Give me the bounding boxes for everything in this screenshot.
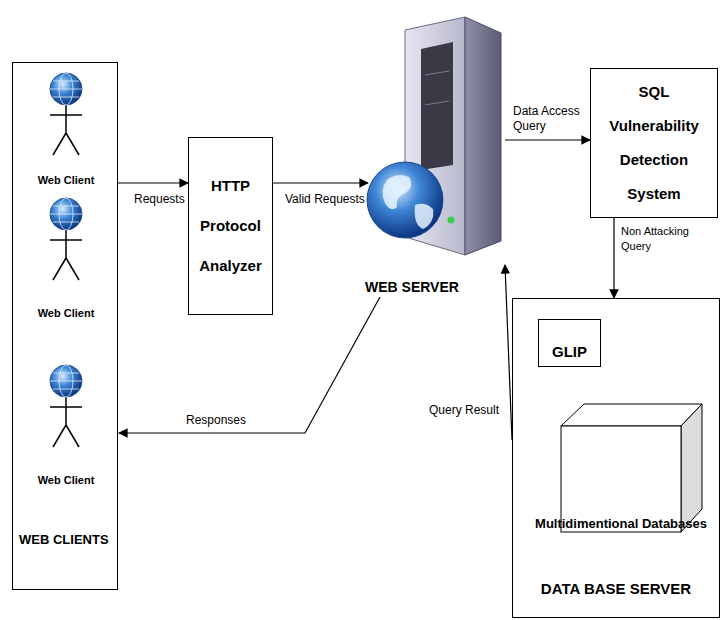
web-client: Web Client — [21, 363, 111, 486]
web-client: Web Client — [21, 196, 111, 319]
edge-label: Responses — [185, 413, 247, 428]
node-label: Multidimentional Databases — [535, 516, 707, 531]
server-figure — [365, 15, 505, 265]
client-figure — [21, 363, 111, 453]
connector-arrow — [118, 182, 188, 183]
node-label: SQL Vulnerability Detection System — [597, 75, 711, 211]
edge-label: Valid Requests — [284, 192, 366, 207]
connector-arrow — [505, 265, 512, 440]
process-box: GLIP — [538, 319, 601, 367]
node-label: HTTP Protocol Analyzer — [195, 166, 266, 286]
cube-outline — [556, 401, 706, 536]
connector-arrow — [119, 297, 380, 433]
edge-label: Query Result — [428, 403, 500, 418]
node-label: GLIP — [552, 342, 587, 362]
node-label: DATA BASE SERVER — [541, 580, 691, 597]
node-label: Web Client — [38, 307, 95, 319]
process-box: SQL Vulnerability Detection System — [590, 68, 718, 218]
client-panel: WEB CLIENTSWeb ClientWeb ClientWeb Clien… — [12, 62, 118, 590]
edge-label: Data Access Query — [512, 104, 590, 134]
edge-label: Requests — [133, 192, 186, 207]
connector-arrow — [273, 182, 368, 183]
server-icon: WEB SERVER — [365, 15, 505, 295]
connector-arrow — [613, 218, 614, 298]
connector-arrow — [505, 139, 590, 140]
edge-label: Non Attacking Query — [620, 224, 718, 254]
client-figure — [21, 71, 111, 161]
node-label: Web Client — [38, 474, 95, 486]
database-cube: Multidimentional Databases — [556, 401, 706, 536]
client-figure — [21, 196, 111, 286]
node-label: Web Client — [38, 174, 95, 186]
node-label: WEB SERVER — [365, 279, 459, 295]
server-panel: DATA BASE SERVER GLIP Multidimentional Dat… — [512, 298, 720, 618]
node-label: WEB CLIENTS — [19, 532, 113, 547]
web-client: Web Client — [21, 71, 111, 186]
process-box: HTTP Protocol Analyzer — [188, 137, 273, 315]
